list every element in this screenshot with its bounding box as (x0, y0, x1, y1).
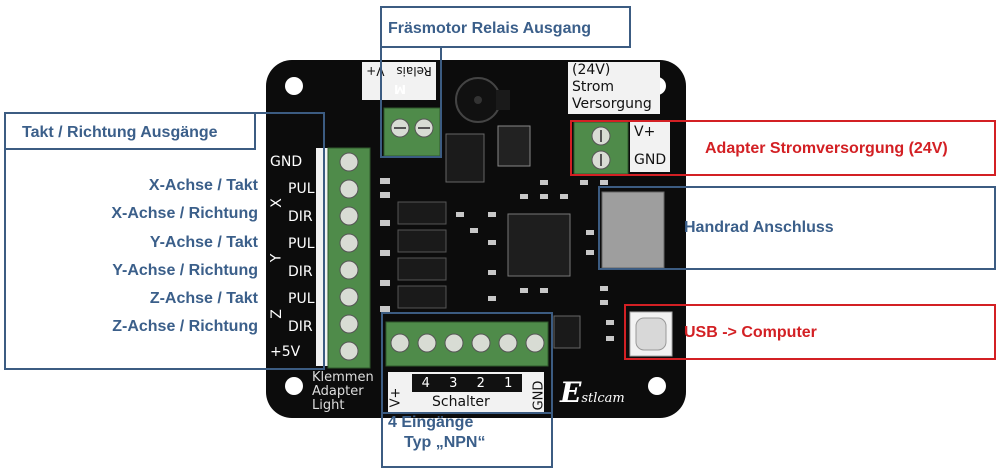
callout-fraesmotor-stem (380, 46, 442, 158)
input-2: 2 (476, 375, 485, 391)
strom-label: Strom (572, 79, 615, 95)
chip-upper (445, 133, 485, 183)
input-numbers: 4 3 2 1 (412, 374, 522, 392)
mounting-hole-tl (285, 77, 303, 95)
optocoupler-3 (397, 257, 447, 281)
callout-eingaenge-divider (381, 412, 553, 414)
callout-takt-header (4, 112, 256, 150)
plus5v-silk-label: +5V (270, 344, 301, 360)
mcu-chip (507, 213, 571, 277)
relais-silk-box (362, 62, 436, 100)
callout-takt-label: Takt / Richtung Ausgänge (22, 124, 218, 141)
channel-y-takt: Y-Achse / Takt (149, 234, 258, 251)
z-dir-label: DIR (288, 319, 313, 335)
power-term-silk-box (630, 122, 670, 172)
callout-handrad-label: Handrad Anschluss (684, 219, 834, 236)
power-gnd-label: GND (634, 152, 667, 168)
callout-handrad-box (598, 186, 996, 270)
input-terminal-block (385, 321, 549, 367)
left-strip-silk (316, 148, 328, 366)
adapter-label: Adapter (312, 384, 364, 399)
regulator (497, 125, 531, 167)
optocoupler-4 (397, 285, 447, 309)
callout-fraesmotor-box (380, 6, 631, 48)
callout-eingaenge-line2: Typ „NPN“ (404, 434, 486, 451)
optocoupler-1 (397, 201, 447, 225)
z-pul-label: PUL (288, 291, 315, 307)
strom-silk-box (568, 62, 660, 114)
callout-adapter-label: Adapter Stromversorgung (24V) (705, 140, 948, 157)
x-pul-label: PUL (288, 181, 315, 197)
input-3: 3 (449, 375, 458, 391)
input-1: 1 (504, 375, 513, 391)
channel-z-richtung: Z-Achse / Richtung (112, 318, 258, 335)
callout-eingaenge-box (381, 312, 553, 468)
logo-rest: stlcam (581, 391, 625, 406)
versorgung-label: Versorgung (572, 96, 652, 112)
light-label: Light (312, 398, 345, 413)
schalter-label: Schalter (432, 394, 490, 410)
callout-eingaenge-line1: 4 Eingänge (388, 414, 474, 431)
channel-x-takt: X-Achse / Takt (148, 177, 258, 194)
channel-z-takt: Z-Achse / Takt (149, 290, 258, 307)
input-4: 4 (421, 375, 430, 391)
callout-usb-box (624, 304, 996, 360)
y-pul-label: PUL (288, 236, 315, 252)
callout-fraesmotor-label: Fräsmotor Relais Ausgang (388, 20, 592, 37)
callout-usb-label: USB -> Computer (684, 324, 817, 341)
channel-x-richtung: X-Achse / Richtung (111, 205, 258, 222)
gnd-silk-label: GND (270, 154, 303, 170)
callout-adapter-box (570, 120, 996, 176)
estlcam-logo: Estlcam (560, 376, 625, 409)
y-dir-label: DIR (288, 264, 313, 280)
optocoupler-2 (397, 229, 447, 253)
klemmen-label: Klemmen (312, 370, 374, 385)
strom-24v-label: (24V) (572, 62, 611, 78)
logo-e: E (560, 376, 582, 409)
mounting-hole-br (648, 377, 666, 395)
usb-chip (553, 315, 581, 349)
mounting-hole-bl (285, 377, 303, 395)
power-v-label: V+ (634, 124, 656, 140)
x-dir-label: DIR (288, 209, 313, 225)
channel-y-richtung: Y-Achse / Richtung (112, 262, 258, 279)
